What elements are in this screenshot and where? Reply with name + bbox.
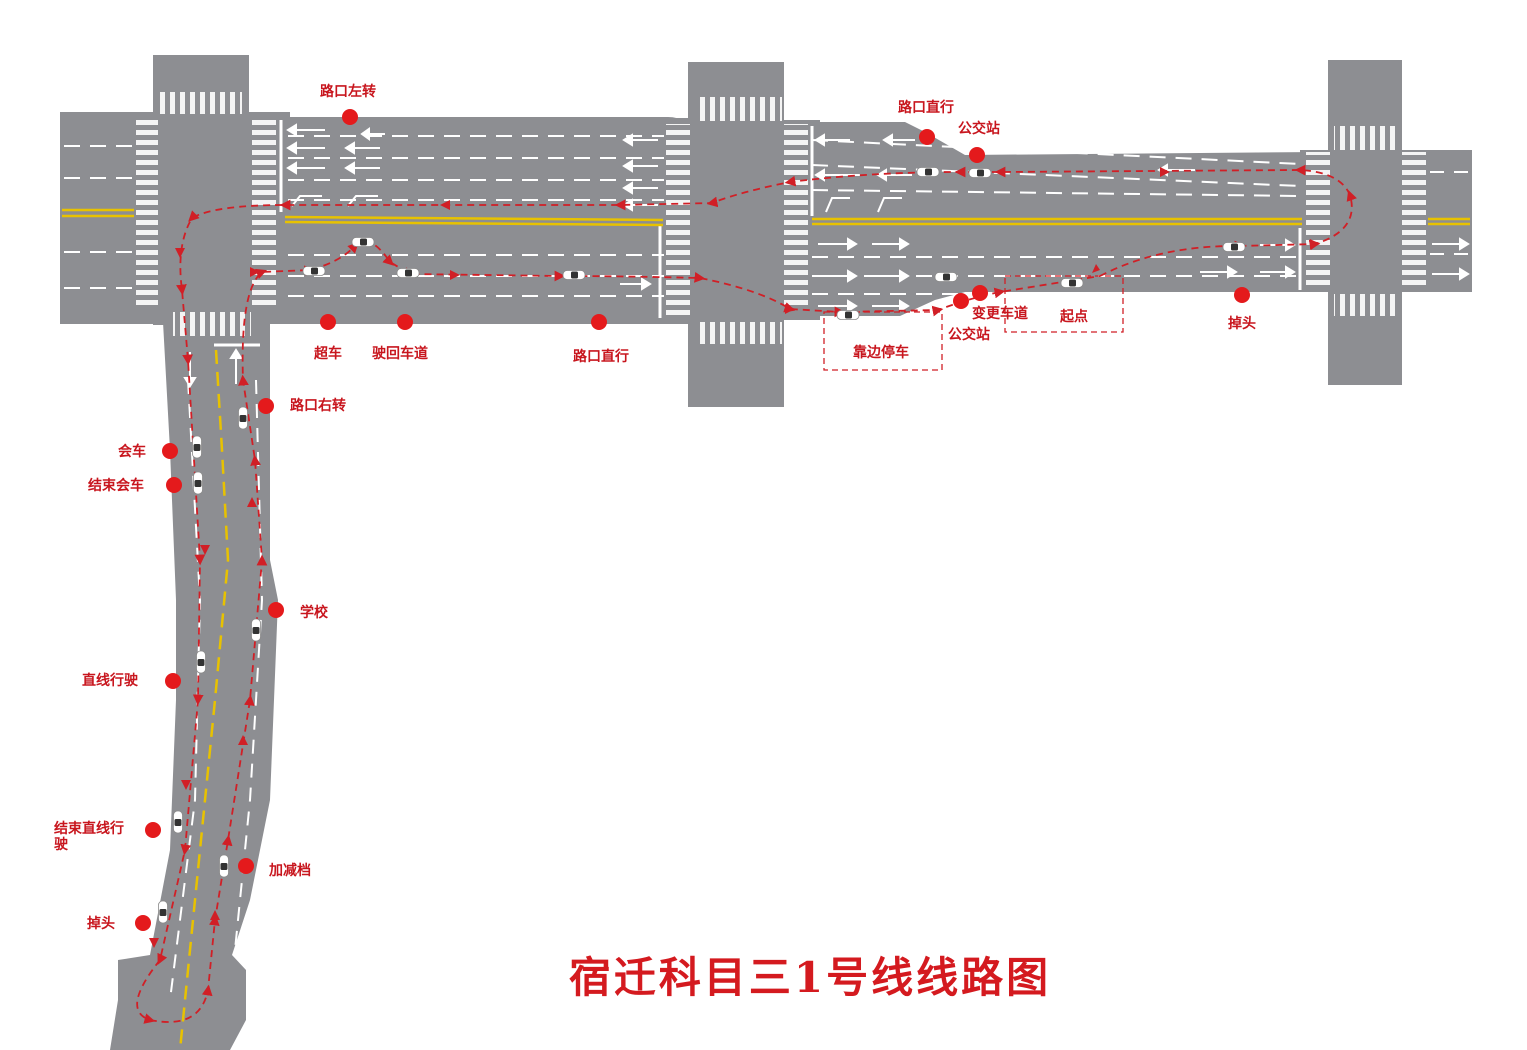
car-icon	[196, 650, 206, 674]
lane-arrow-icon	[286, 141, 325, 155]
zone-boxes	[823, 275, 1124, 371]
markers	[135, 109, 1250, 931]
lane-arrow-icon	[286, 123, 325, 137]
lane-arrow-icon	[1432, 237, 1470, 251]
red-dot-icon	[320, 314, 336, 330]
label-end-meet-car: 结束会车	[88, 477, 144, 494]
label-end-straight-2: 驶	[54, 836, 68, 853]
lane-arrow-icon	[814, 133, 850, 147]
lane-arrow-icon	[882, 133, 915, 147]
car-icon	[219, 854, 229, 878]
label-school: 学校	[300, 604, 329, 621]
red-dot-icon	[1234, 287, 1250, 303]
car-icon	[251, 618, 261, 642]
car-icon	[916, 167, 940, 177]
red-dot-icon	[166, 477, 182, 493]
red-dot-icon	[919, 129, 935, 145]
label-left-turn: 路口左转	[320, 83, 376, 100]
label-meet-car: 会车	[118, 443, 146, 460]
car-icon	[968, 168, 992, 178]
car-icon	[302, 266, 326, 276]
lane-arrow-icon	[622, 133, 658, 147]
label-u-turn-1: 掉头	[1228, 315, 1256, 332]
car-icon	[173, 810, 183, 834]
car-icon	[193, 471, 203, 495]
label-lane-change: 变更车道	[972, 305, 1028, 322]
label-u-turn-2: 掉头	[87, 915, 115, 932]
label-return-lane: 驶回车道	[372, 345, 428, 362]
labels: 路口左转 路口直行 公交站 超车 驶回车道 路口直行 靠边停车 变更车道 公交站…	[54, 83, 1256, 932]
red-dot-icon	[268, 602, 284, 618]
car-icon	[1222, 242, 1246, 252]
car-icon	[396, 268, 420, 278]
red-dot-icon	[135, 915, 151, 931]
red-dot-icon	[953, 293, 969, 309]
car-icon	[562, 270, 586, 280]
lane-arrow-icon	[360, 127, 385, 141]
red-dot-icon	[972, 285, 988, 301]
car-icon	[158, 900, 168, 924]
red-dot-icon	[342, 109, 358, 125]
car-icon	[934, 272, 958, 282]
curb-corners	[130, 90, 1328, 148]
red-dot-icon	[145, 822, 161, 838]
red-dot-icon	[258, 398, 274, 414]
car-icon	[1060, 278, 1084, 288]
red-dot-icon	[162, 443, 178, 459]
label-gear-change: 加减档	[268, 862, 311, 879]
driving-route	[136, 164, 1357, 1024]
label-bus-station-2: 公交站	[948, 326, 990, 343]
label-straight-1: 路口直行	[898, 99, 954, 116]
lane-arrow-icon	[344, 141, 380, 155]
red-dot-icon	[397, 314, 413, 330]
label-start: 起点	[1059, 308, 1088, 325]
label-straight-driving: 直线行驶	[82, 672, 138, 689]
route-arrows	[149, 167, 1320, 948]
label-pull-over: 靠边停车	[853, 344, 909, 361]
label-straight-2: 路口直行	[573, 348, 629, 365]
map-title: 宿迁科目三1号线线路图	[568, 953, 1052, 1002]
car-icon	[836, 310, 860, 320]
label-end-straight-1: 结束直线行	[54, 820, 124, 837]
label-bus-station-1: 公交站	[958, 120, 1000, 137]
red-dot-icon	[238, 858, 254, 874]
car-icon	[351, 237, 375, 247]
lane-arrow-icon	[1432, 267, 1470, 281]
car-icon	[238, 406, 248, 430]
car-icon	[192, 435, 202, 459]
label-right-turn: 路口右转	[290, 397, 346, 414]
label-overtake: 超车	[313, 345, 342, 362]
red-dot-icon	[165, 673, 181, 689]
red-dot-icon	[969, 147, 985, 163]
red-dot-icon	[591, 314, 607, 330]
